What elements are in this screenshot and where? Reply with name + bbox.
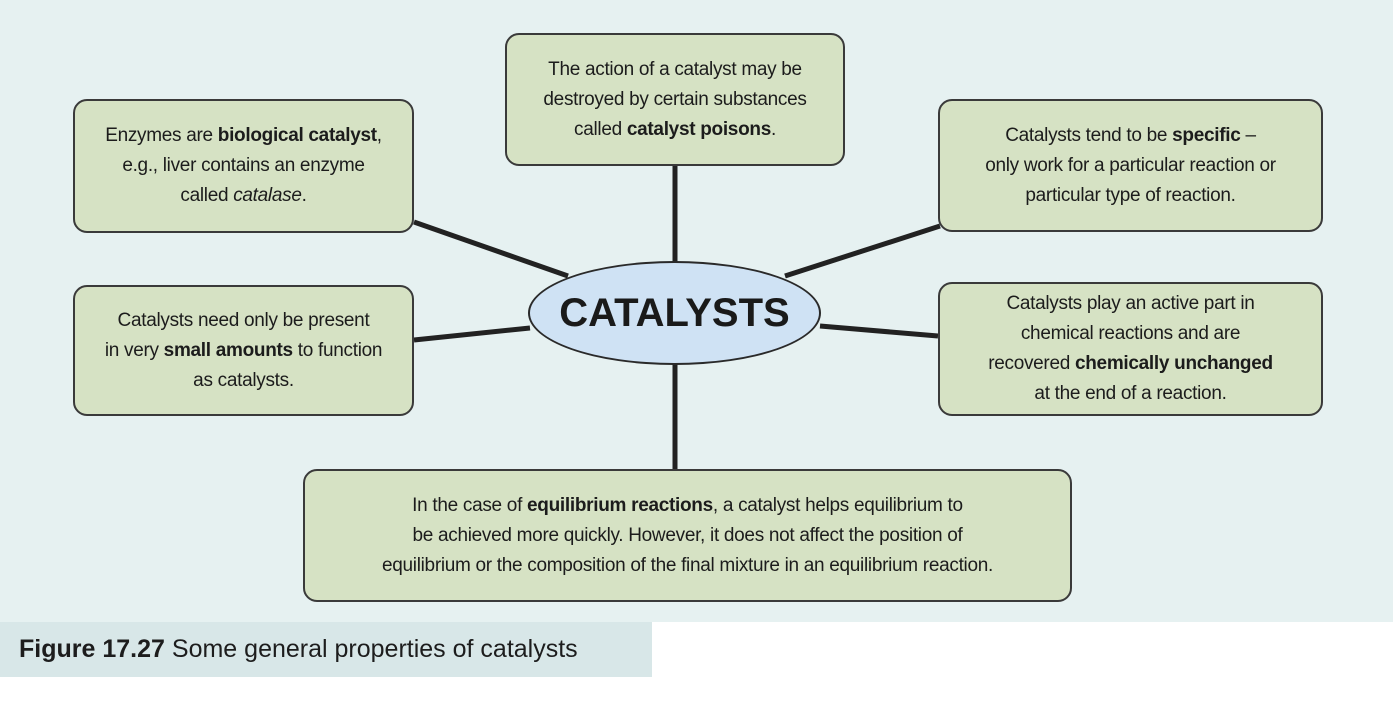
box-text: Enzymes are biological catalyst, e.g., li…	[105, 121, 382, 211]
box-text: Catalysts play an active part in chemical…	[988, 289, 1273, 409]
hub-label: CATALYSTS	[559, 290, 790, 335]
bold-term: equilibrium reactions	[527, 494, 713, 516]
text-segment: chemical reactions and are	[1020, 323, 1241, 344]
connector-enzymes	[413, 219, 569, 279]
text-segment: recovered	[988, 353, 1075, 374]
text-segment: .	[301, 185, 307, 206]
italic-term: catalase	[233, 185, 302, 206]
box-text: In the case of equilibrium reactions, a …	[382, 491, 993, 581]
text-segment: particular type of reaction.	[1025, 184, 1236, 206]
text-segment: only work for a particular reaction or	[985, 154, 1276, 176]
text-segment: called	[180, 185, 234, 206]
text-segment: Catalysts play an active part in	[1006, 293, 1255, 314]
text-segment: Catalysts need only be present	[117, 309, 370, 331]
text-segment: ,	[376, 125, 382, 146]
text-segment: , a catalyst helps equilibrium to	[712, 494, 963, 516]
text-segment: .	[770, 118, 776, 140]
text-segment: in very	[104, 339, 164, 361]
text-segment: at the end of a reaction.	[1034, 383, 1227, 404]
chemically-unchanged-box: Catalysts play an active part in chemical…	[938, 282, 1323, 416]
text-segment: equilibrium or the composition of the fi…	[381, 554, 993, 576]
small-amounts-box: Catalysts need only be present in very sm…	[73, 285, 414, 416]
connector-lines	[413, 166, 941, 470]
specific-catalyst-box: Catalysts tend to be specific – only work…	[938, 99, 1323, 232]
figure-number: Figure 17.27	[19, 635, 165, 663]
equilibrium-reactions-box: In the case of equilibrium reactions, a …	[303, 469, 1072, 602]
text-segment: called	[574, 118, 627, 140]
figure-caption: Figure 17.27 Some general properties of …	[0, 622, 652, 677]
text-segment: In the case of	[412, 494, 528, 516]
text-segment: as catalysts.	[193, 369, 294, 391]
biological-catalyst-box: Enzymes are biological catalyst, e.g., li…	[73, 99, 414, 233]
text-segment: –	[1240, 124, 1256, 146]
text-segment: Enzymes are	[105, 125, 218, 146]
text-segment: be achieved more quickly. However, it do…	[412, 524, 963, 546]
text-segment: Catalysts tend to be	[1005, 124, 1173, 146]
box-text: Catalysts tend to be specific – only work…	[985, 121, 1276, 211]
connector-unchanged	[819, 323, 939, 339]
figure-caption-text: Some general properties of catalysts	[171, 635, 578, 663]
connector-small	[413, 325, 531, 343]
catalysts-hub: CATALYSTS	[528, 261, 821, 365]
bold-term: chemically unchanged	[1074, 353, 1273, 374]
connector-specific	[784, 223, 941, 279]
text-segment: destroyed by certain substances	[543, 88, 807, 110]
bold-term: catalyst poisons	[626, 118, 771, 140]
catalyst-poisons-box: The action of a catalyst may be destroyed…	[505, 33, 845, 166]
diagram-panel: The action of a catalyst may be destroyed…	[0, 0, 1393, 622]
box-text: The action of a catalyst may be destroyed…	[543, 55, 806, 145]
bold-term: small amounts	[163, 339, 293, 361]
text-segment: The action of a catalyst may be	[548, 58, 802, 80]
text-segment: to function	[292, 339, 383, 361]
bold-term: biological catalyst	[217, 125, 377, 146]
bold-term: specific	[1172, 124, 1241, 146]
box-text: Catalysts need only be present in very sm…	[104, 306, 383, 396]
text-segment: e.g., liver contains an enzyme	[122, 155, 365, 176]
